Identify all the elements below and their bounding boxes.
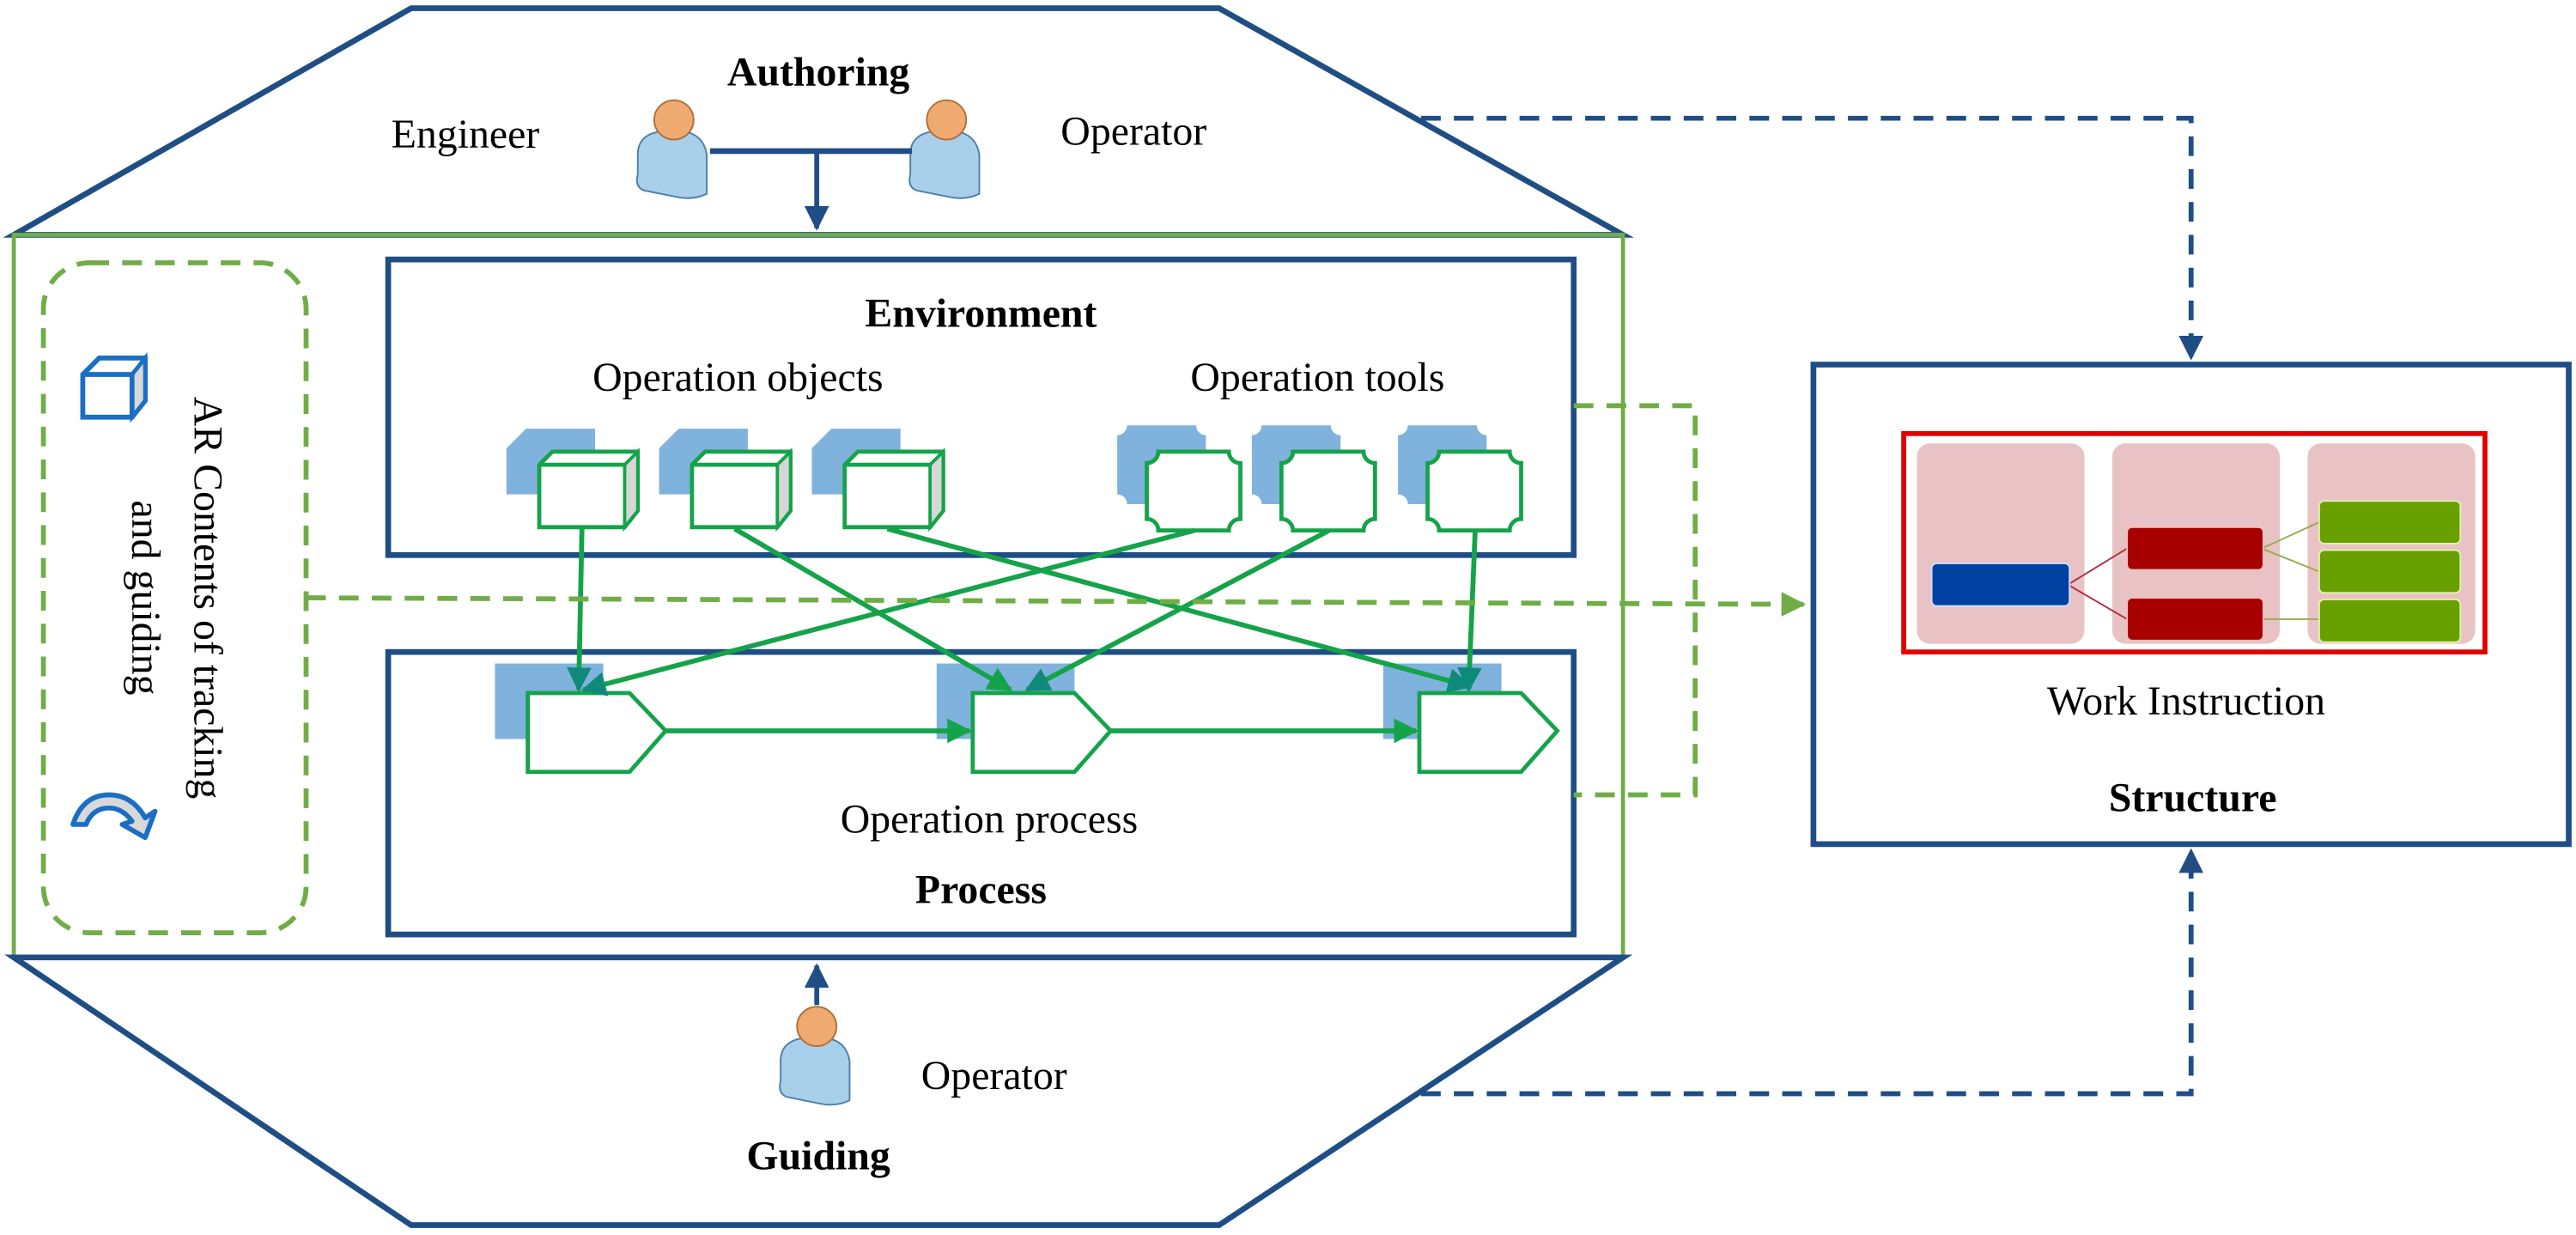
tree-middle-node [2126,526,2264,571]
operation-object-icon [659,429,793,532]
ar-contents-line2: and guiding [123,501,168,696]
mapping-links [567,526,1482,697]
guiding-to-structure [1420,848,2204,1097]
operation-tools [1117,425,1523,533]
tree-leaf-node [2318,599,2462,643]
tree-leaf-node [2318,549,2462,594]
engineer-label: Engineer [392,112,540,157]
environment-title: Environment [865,291,1097,337]
tree-leaf-node [2318,500,2462,544]
operation-tool-icon [1398,425,1523,533]
operation-object-icon [506,429,641,532]
authoring-section: Authoring Engineer Operator [3,5,1634,238]
authoring-title: Authoring [727,49,910,94]
green-dashed-connectors [306,403,1807,798]
structure-title: Structure [2109,776,2277,821]
person-icon-operator-top [908,99,981,199]
operation-process-label: Operation process [841,797,1138,843]
tree-edges [2067,521,2320,620]
tree-middle-node [2126,597,2264,642]
person-icon-engineer [635,99,708,199]
person-icon-operator-bottom [779,1006,851,1106]
mapping-link-arrow [580,527,1195,697]
mapping-link-arrow [1457,530,1482,693]
mapping-link-arrow [567,528,592,693]
guiding-section: Operator Guiding [4,954,1633,1228]
operation-object-icon [811,429,945,532]
env-process-bracket [1573,403,1698,798]
environment-box: Environment Operation objects Operation … [385,256,1577,558]
operation-tools-label: Operation tools [1190,355,1444,400]
operator-label-bottom: Operator [921,1053,1067,1098]
process-box: Operation process Process [385,648,1577,938]
mapping-link-arrow [1024,528,1331,692]
guiding-title: Guiding [746,1134,890,1179]
ar-to-structure-arrow [306,592,1807,617]
operator-label-top: Operator [1060,108,1206,154]
navy-dashed-connectors [1420,115,2204,1097]
work-instruction-graphic [1901,430,2488,655]
operation-objects [506,429,945,532]
operation-tool-icon [1251,425,1377,533]
cube-icon [80,352,148,423]
mapping-link-arrow [733,526,1013,692]
structure-box: Work Instruction Structure [1810,362,2572,848]
lane-1 [1917,443,2085,644]
tree-root-node [1930,562,2071,607]
curved-arrow-icon [70,792,158,841]
operation-objects-label: Operation objects [592,355,883,400]
ar-contents-panel: AR Contents of tracking and guiding [40,260,309,936]
work-instruction-label: Work Instruction [2047,678,2325,724]
process-steps [495,663,1560,775]
ar-contents-dashed-box [40,260,309,936]
process-title: Process [915,867,1047,913]
authoring-to-structure [1420,115,2204,361]
operation-tool-icon [1117,425,1242,533]
process-step-icon [495,663,669,775]
ar-contents-line1: AR Contents of tracking [185,397,230,800]
